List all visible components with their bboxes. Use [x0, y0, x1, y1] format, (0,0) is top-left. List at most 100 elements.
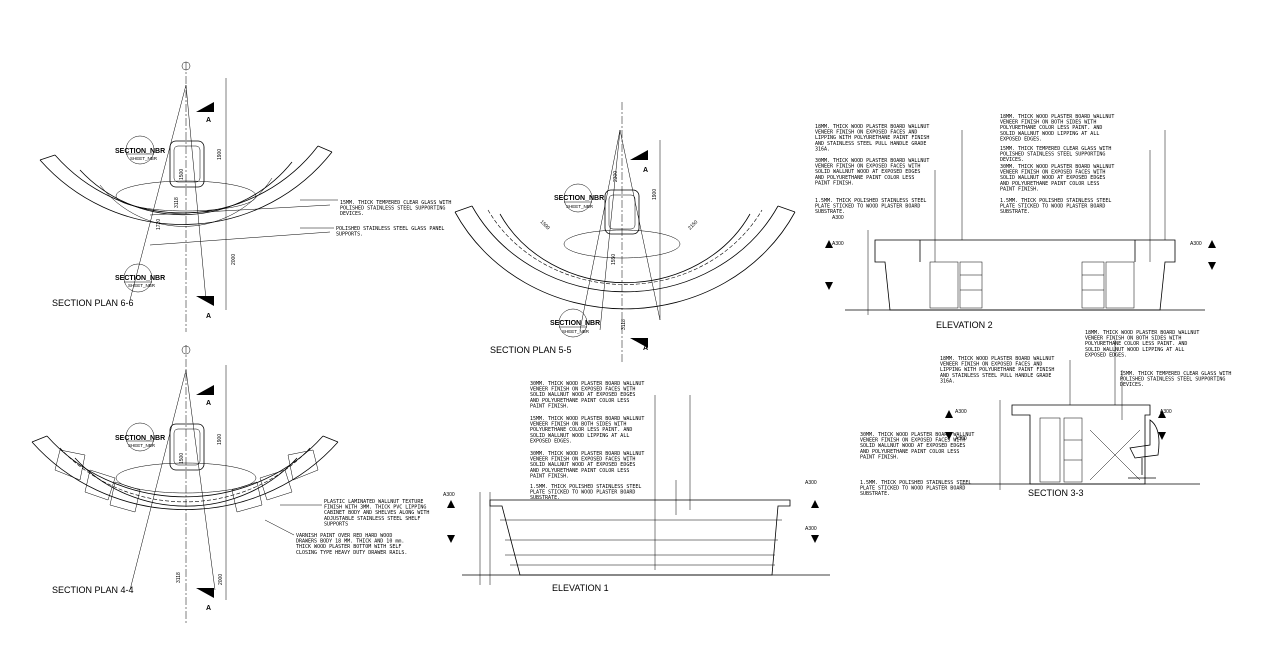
note-line: SUPPORTS. [336, 232, 363, 238]
section-tag-sheet: SHEET_NBR [128, 283, 156, 288]
note-line: VENEER FINISH ON EXPOSED FACES WITH [860, 438, 965, 444]
dim-label: 3118 [174, 197, 180, 208]
note-line: SOLID WALLNUT WOOD AT EXPOSED EDGES [530, 462, 635, 468]
note-line: PAINT FINISH. [530, 473, 569, 479]
note-line: SOLID WALLNUT WOOD AT EXPOSED EDGES [530, 392, 635, 398]
level-tag: A300 [832, 241, 844, 247]
dim-label: 1900 [217, 149, 223, 160]
section-title: SECTION 3-3 [1028, 488, 1084, 498]
dim-label: 1550 [611, 254, 617, 265]
note-line: SOLID WALLNUT WOOD LIPPING AT ALL [1085, 347, 1184, 353]
note-line: VENEER FINISH ON EXPOSED FACES WITH [1000, 170, 1105, 176]
marker-a: A [206, 313, 211, 320]
note-line: 30MM. THICK WOOD PLASTER BOARD WALLNUT [860, 432, 974, 438]
section-plan-6-6: A A 1900 1500 3118 1720 2000 SECTION_NBR… [39, 61, 451, 332]
note-line: PLATE STICKED TO WOOD PLASTER BOARD [530, 490, 635, 496]
dim-label: 2000 [218, 574, 224, 585]
section-tag: SECTION_NBR [115, 275, 165, 282]
note-line: 18MM. THICK WOOD PLASTER BOARD WALLNUT [1085, 330, 1199, 336]
note-line: PAINT FINISH. [1000, 186, 1039, 192]
note-line: PLATE STICKED TO WOOD PLASTER BOARD [1000, 204, 1105, 210]
note-line: VENEER FINISH ON BOTH SIDES WITH [530, 422, 626, 428]
note-line: DEVICES. [1000, 157, 1024, 163]
note: PLASTIC LAMINATED WALLNUT TEXTURE FINISH… [324, 499, 429, 527]
section-tag-sheet: SHEET_NBR [562, 329, 590, 334]
note: 18MM. THICK WOOD PLASTER BOARD WALLNUT V… [940, 356, 1057, 384]
plan-title: SECTION PLAN 6-6 [52, 298, 134, 308]
note-line: VENEER FINISH ON BOTH SIDES WITH [1085, 336, 1181, 342]
note: 1.5MM. THICK POLISHED STAINLESS STEEL PL… [815, 198, 929, 215]
level-tag: A300 [805, 526, 817, 532]
note-line: PLASTIC LAMINATED WALLNUT TEXTURE [324, 499, 423, 505]
section-tag: SECTION_NBR [115, 148, 165, 155]
marker-a: A [206, 400, 211, 407]
note-line: ADJUSTABLE STAINLESS STEEL SHELF [324, 516, 420, 522]
dim-label: 2150 [687, 219, 699, 231]
level-tag: A300 [955, 409, 967, 415]
note-line: AND POLYURETHANE PAINT COLOR LESS [530, 468, 629, 474]
elevation-title: ELEVATION 2 [936, 320, 993, 330]
note-line: SUBSTRATE. [530, 495, 560, 501]
note-line: 18MM. THICK WOOD PLASTER BOARD WALLNUT [940, 356, 1054, 362]
note-line: LIPPING WITH POLYURETHANE PAINT FINISH [815, 135, 929, 141]
note-line: 15MM. THICK WOOD PLASTER BOARD WALLNUT [530, 416, 644, 422]
dim-label: 1500 [179, 169, 185, 180]
note-line: PAINT FINISH. [860, 454, 899, 460]
level-tag: A300 [1160, 409, 1172, 415]
section-tag-sheet: SHEET_NBR [128, 443, 156, 448]
note-line: SUPPORTS [324, 521, 348, 527]
note-line: CABINET BODY AND SHELVES ALONG WITH [324, 510, 429, 516]
elevation-1: A300 A300 A300 30MM. THICK WOOD PLASTER … [443, 381, 830, 593]
note-line: AND POLYURETHANE PAINT COLOR LESS [1000, 181, 1099, 187]
note-line: VENEER FINISH ON EXPOSED FACES WITH [815, 164, 920, 170]
note: 30MM. THICK WOOD PLASTER BOARD WALLNUT V… [1000, 164, 1117, 192]
dim-label: 3118 [176, 572, 182, 583]
note-line: SOLID WALLNUT WOOD LIPPING AT ALL [1000, 131, 1099, 137]
note-line: 15MM. THICK TEMPERED CLEAR GLASS WITH [1000, 146, 1111, 152]
note-line: CLOSING TYPE HEAVY DUTY DRAWER RAILS. [296, 550, 407, 556]
note: 15MM. THICK WOOD PLASTER BOARD WALLNUT V… [530, 416, 647, 444]
note-line: POLISHED STAINLESS STEEL SUPPORTING [340, 206, 445, 212]
note-line: THICK WOOD PLASTER BOTTOM WITH SELF [296, 544, 401, 550]
marker-a: A [643, 345, 648, 352]
note-line: AND STAINLESS STEEL PULL HANDLE GRADE [940, 373, 1051, 379]
dim-label: 2300 [613, 171, 619, 182]
note-line: 1.5MM. THICK POLISHED STAINLESS STEEL [815, 198, 926, 204]
note-line: POLYURETHANE COLOR LESS PAINT. AND [1085, 341, 1187, 347]
level-tag: A300 [832, 215, 844, 221]
note-line: AND POLYURETHANE PAINT COLOR LESS [530, 398, 629, 404]
note-line: POLISHED STAINLESS STEEL SUPPORTING [1000, 152, 1105, 158]
note-line: VENEER FINISH ON EXPOSED FACES AND [940, 362, 1042, 368]
section-tag-sheet: SHEET_NBR [566, 204, 594, 209]
dim-label: 2000 [231, 254, 237, 265]
note-line: VENEER FINISH ON EXPOSED FACES WITH [530, 387, 635, 393]
note-line: DEVICES. [1120, 382, 1144, 388]
note: 18MM. THICK WOOD PLASTER BOARD WALLNUT V… [815, 124, 932, 152]
note-line: VENEER FINISH ON EXPOSED FACES AND [815, 130, 917, 136]
note: 15MM. THICK TEMPERED CLEAR GLASS WITH PO… [1120, 371, 1234, 388]
note-line: FINISH WITH 3MM. THICK PVC LIPPING [324, 505, 426, 511]
note-line: 30MM. THICK WOOD PLASTER BOARD WALLNUT [1000, 164, 1114, 170]
note-line: 18MM. THICK WOOD PLASTER BOARD WALLNUT [815, 124, 929, 130]
dim-label: 3118 [621, 319, 627, 330]
plan-title: SECTION PLAN 4-4 [52, 585, 134, 595]
note: 1.5MM. THICK POLISHED STAINLESS STEEL PL… [530, 484, 644, 501]
elevation-2: A300 A300 A300 18MM. THICK WOOD PLASTER … [815, 114, 1216, 330]
section-3-3: A300 A300 A300 18MM. THICK WOOD PLASTER … [860, 330, 1234, 498]
note-line: 15MM. THICK TEMPERED CLEAR GLASS WITH [1120, 371, 1231, 377]
section-tag-sheet: SHEET_NBR [130, 156, 158, 161]
note-line: POLISHED STAINLESS STEEL SUPPORTING [1120, 377, 1225, 383]
dim-label: 1500 [179, 453, 185, 464]
note: POLISHED STAINLESS STEEL GLASS PANEL SUP… [336, 226, 447, 238]
note: 30MM. THICK WOOD PLASTER BOARD WALLNUT V… [530, 451, 647, 479]
note: 30MM. THICK WOOD PLASTER BOARD WALLNUT V… [860, 432, 977, 460]
note-line: SOLID WALLNUT WOOD LIPPING AT ALL [530, 433, 629, 439]
dim-label: 1900 [217, 434, 223, 445]
note-line: DEVICES. [340, 211, 364, 217]
marker-a: A [206, 605, 211, 612]
note-line: PLATE STICKED TO WOOD PLASTER BOARD [860, 486, 965, 492]
note-line: 316A. [940, 378, 955, 384]
note-line: SOLID WALLNUT WOOD AT EXPOSED EDGES [860, 443, 965, 449]
level-tag: A300 [955, 436, 967, 442]
